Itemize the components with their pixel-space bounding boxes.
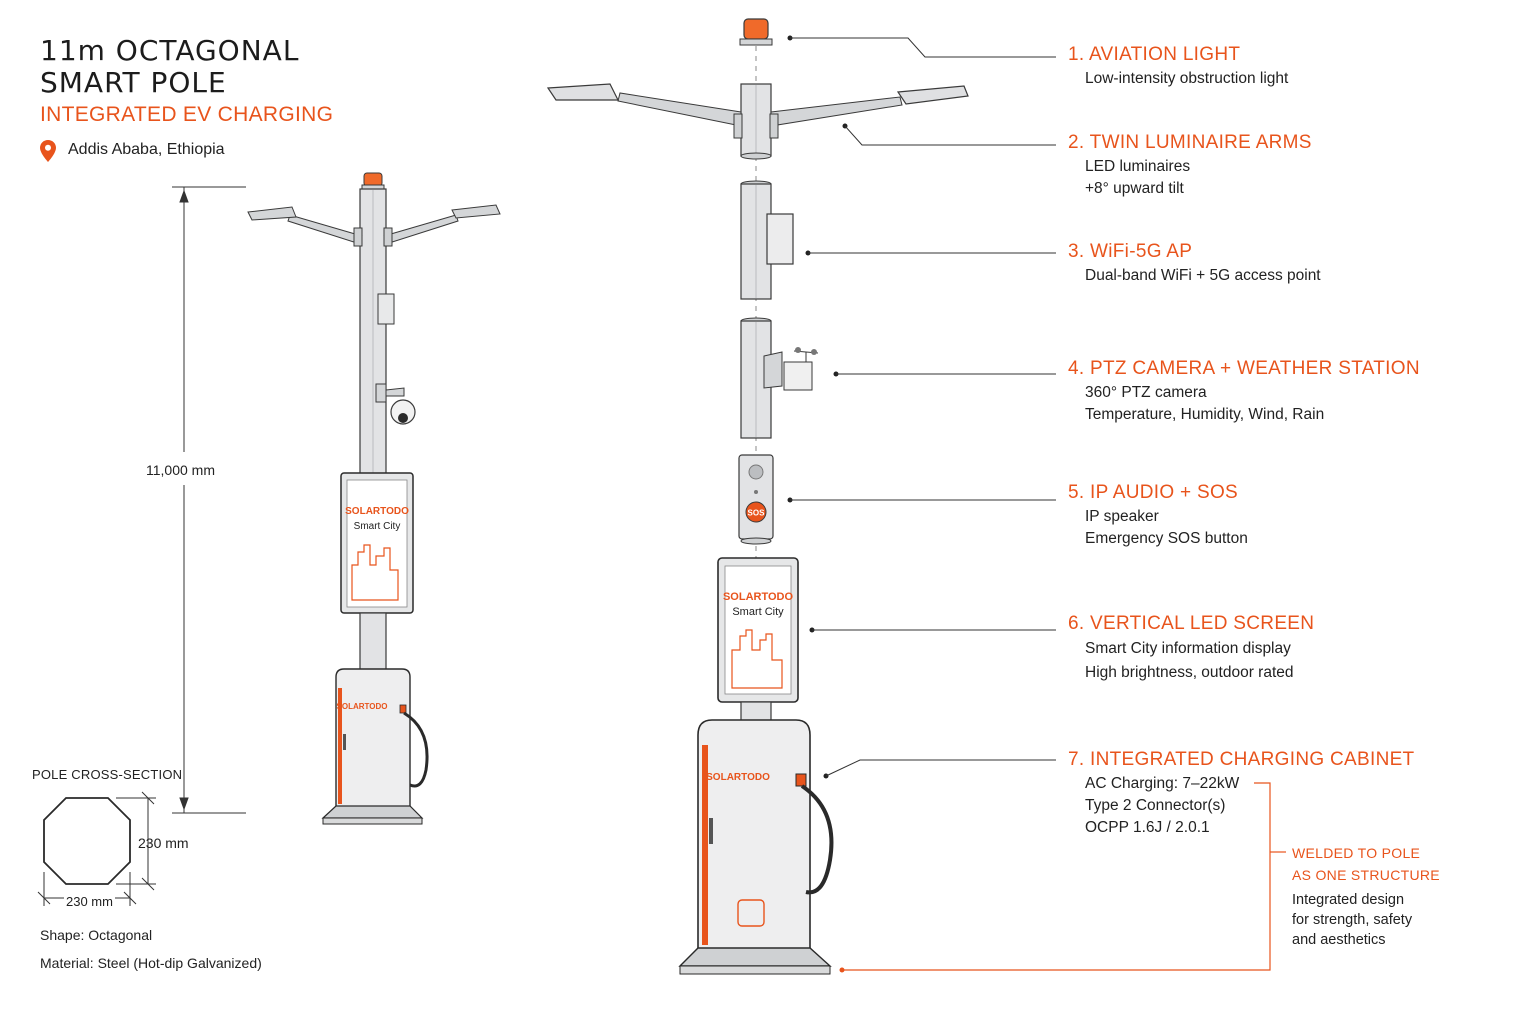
led-luminaire-left-exploded-icon — [546, 83, 619, 101]
sos-label: SOS — [748, 509, 766, 518]
screen-brand-exploded: SOLARTODO — [723, 591, 794, 603]
cabinet-brand-small: SOLARTODO — [337, 702, 388, 711]
page-subtitle: INTEGRATED EV CHARGING — [40, 103, 334, 126]
screen-tag-small: Smart City — [354, 521, 401, 532]
assembled-pole-illustration: SOLARTODO Smart City SOLARTODO — [37, 172, 501, 906]
exploded-pole-illustration: SOS SOLARTODO Smart City SOLARTODO — [546, 18, 969, 975]
cross-section-drawing — [37, 791, 156, 906]
page-title-line2: SMART POLE — [40, 66, 227, 99]
wifi-ap-exploded — [740, 180, 794, 300]
component-charging-cabinet: 7. INTEGRATED CHARGING CABINET AC Chargi… — [1068, 749, 1415, 836]
component-twin-luminaire-arms: 2. TWIN LUMINAIRE ARMS LED luminaires +8… — [1068, 132, 1312, 197]
component-vertical-led-screen: 6. VERTICAL LED SCREEN Smart City inform… — [1068, 613, 1315, 681]
charging-cabinet-exploded — [678, 719, 834, 975]
component-wifi-5g-ap: 3. WiFi-5G AP Dual-band WiFi + 5G access… — [1068, 241, 1321, 284]
location-text: Addis Ababa, Ethiopia — [68, 141, 225, 158]
ip-audio-sos-exploded — [738, 454, 774, 540]
location-pin-icon — [40, 140, 56, 162]
cabinet-brand-exploded: SOLARTODO — [706, 772, 770, 783]
cross-section-width-label: 230 mm — [64, 894, 115, 909]
led-luminaire-left-icon — [247, 206, 297, 221]
luminaire-arms — [247, 204, 501, 247]
weld-note: WELDED TO POLE AS ONE STRUCTURE Integrat… — [1292, 845, 1440, 948]
led-screen-small — [340, 472, 414, 614]
luminaire-arms-exploded — [546, 83, 969, 160]
led-luminaire-right-exploded-icon — [896, 85, 969, 105]
ptz-camera-exploded-icon — [763, 351, 783, 389]
led-screen-exploded — [717, 557, 799, 703]
aviation-light-exploded — [739, 18, 773, 46]
screen-tag-exploded: Smart City — [732, 606, 784, 618]
component-ip-audio-sos: 5. IP AUDIO + SOS IP speaker Emergency S… — [1068, 482, 1248, 547]
page-title: 11m OCTAGONAL — [40, 34, 300, 67]
component-aviation-light: 1. AVIATION LIGHT Low-intensity obstruct… — [1068, 44, 1289, 87]
material-spec: Material: Steel (Hot-dip Galvanized) — [40, 955, 262, 971]
cross-section-height-label: 230 mm — [138, 835, 189, 851]
cross-section-title: POLE CROSS-SECTION — [32, 767, 183, 782]
ev-car-icon — [737, 899, 765, 927]
ptz-camera-icon — [375, 383, 416, 425]
wifi-5g-box-icon — [766, 213, 794, 265]
shape-spec: Shape: Octagonal — [40, 927, 153, 943]
component-ptz-camera-weather: 4. PTZ CAMERA + WEATHER STATION 360° PTZ… — [1068, 358, 1420, 423]
charging-cabinet-small — [321, 668, 429, 825]
height-dimension-label: 11,000 mm — [146, 460, 215, 480]
screen-brand-small: SOLARTODO — [345, 506, 409, 517]
led-luminaire-right-icon — [451, 204, 501, 219]
type2-connector-icon — [795, 773, 807, 787]
wifi-ap-icon — [377, 293, 395, 325]
height-dimension — [172, 186, 246, 814]
sos-button-icon — [745, 501, 767, 523]
weld-bracket — [842, 782, 1286, 971]
ptz-weather-exploded — [740, 317, 819, 439]
weather-station-icon — [795, 347, 801, 353]
ip-speaker-icon — [748, 464, 764, 480]
